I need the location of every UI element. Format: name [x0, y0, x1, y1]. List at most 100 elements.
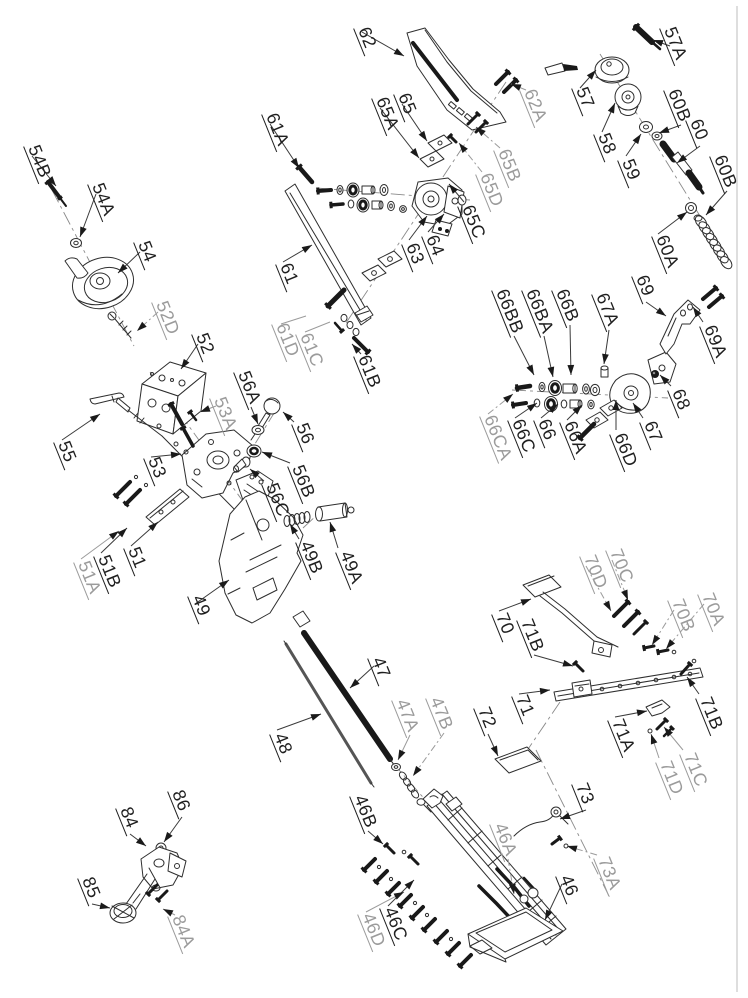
part-number-text: 65C: [458, 202, 489, 242]
part-number-text: 61A: [262, 110, 293, 149]
part-52-block: [136, 361, 207, 435]
part-number-text: 73: [572, 780, 598, 807]
part-55-rod: [89, 392, 241, 516]
part-label-84: 84: [115, 804, 147, 847]
part-label-53A: 53A: [199, 394, 241, 437]
part-61-wedge-plates: [361, 250, 403, 282]
part-label-61: 61: [275, 244, 313, 293]
part-54-handwheel: [64, 256, 134, 310]
part-label-47B: 47B: [412, 694, 457, 777]
part-number-text: 70D: [580, 552, 611, 592]
part-number-text: 70B: [668, 596, 699, 635]
part-label-72: 72: [473, 704, 501, 757]
part-56-plunger: [250, 397, 281, 441]
part-label-70B: 70B: [651, 596, 699, 646]
part-number-text: 86: [168, 787, 194, 814]
part-label-69: 69: [631, 272, 667, 317]
part-label-54A: 54A: [79, 180, 119, 238]
part-label-52D: 52D: [136, 298, 184, 341]
part-number-text: 54B: [24, 142, 55, 181]
part-label-71B: 71B: [686, 676, 727, 737]
part-label-66BA: 66BA: [521, 286, 558, 378]
part-label-51: 51: [123, 521, 159, 577]
part-label-49: 49: [187, 579, 230, 625]
part-60B-spring: [693, 214, 733, 270]
part-47-rod: [292, 610, 395, 766]
part-label-86: 86: [163, 787, 195, 843]
part-61-hardware: [336, 182, 407, 213]
part-number-text: 84A: [168, 912, 199, 951]
part-56B-bearing: [246, 444, 262, 458]
part-number-text: 57A: [660, 24, 691, 63]
part-label-61C: 61C: [295, 321, 331, 373]
part-number-text: 60: [686, 116, 712, 143]
part-number-text: 53: [144, 454, 170, 481]
part-number-text: 46B: [350, 792, 381, 831]
part-number-text: 60B: [664, 86, 695, 125]
part-47A-washer: [391, 763, 401, 771]
part-number-text: 47B: [426, 694, 457, 733]
part-71A-clip: [645, 699, 671, 717]
part-number-text: 47A: [392, 696, 423, 735]
part-number-text: 69A: [700, 322, 731, 361]
part-label-56: 56: [282, 411, 319, 453]
part-label-46B: 46B: [349, 792, 384, 845]
part-46-rail: [422, 788, 567, 963]
part-number-text: 56A: [234, 368, 265, 407]
part-number-text: 59: [618, 156, 644, 183]
part-label-69A: 69A: [692, 306, 731, 365]
part-number-text: 73A: [594, 854, 625, 893]
part-number-text: 66: [534, 416, 560, 443]
part-label-62: 62: [353, 24, 405, 57]
part-54A-washer: [70, 238, 82, 248]
part-60-shaft: [651, 131, 705, 195]
part-label-46: 46: [544, 872, 583, 921]
part-number-text: 71: [512, 692, 538, 719]
part-number-text: 53A: [210, 394, 241, 433]
part-label-49A: 49A: [329, 521, 367, 591]
part-72-block: [494, 746, 542, 774]
part-label-67: 67: [632, 402, 667, 451]
part-71-bar: [553, 667, 704, 702]
part-70-bracket: [522, 574, 619, 658]
part-number-text: 70: [492, 610, 518, 637]
part-label-52: 52: [180, 330, 219, 370]
part-48-rod: [283, 640, 375, 788]
part-number-text: 66CA: [480, 412, 516, 463]
part-label-70D: 70D: [579, 552, 612, 612]
part-label-85: 85: [77, 874, 111, 910]
fastener-washers: [133, 441, 697, 942]
part-number-text: 69: [632, 272, 658, 299]
part-66-hardware: [533, 365, 618, 412]
part-label-62A: 62A: [510, 83, 551, 129]
part-number-text: 61: [276, 260, 302, 287]
part-label-58: 58: [593, 102, 621, 163]
part-number-text: 49: [188, 592, 214, 619]
part-number-text: 58: [594, 130, 620, 157]
part-label-68: 68: [659, 374, 695, 419]
part-label-84A: 84A: [162, 908, 199, 955]
part-number-text: 47: [368, 654, 394, 681]
part-number-text: 68: [668, 386, 694, 413]
part-label-57A: 57A: [652, 24, 691, 67]
part-number-text: 46: [556, 872, 582, 899]
part-85-foot: [109, 893, 141, 924]
part-number-text: 49A: [336, 548, 367, 587]
part-label-71B: 71B: [516, 616, 574, 667]
part-number-text: 71B: [696, 694, 727, 733]
part-label-53: 53: [143, 451, 182, 487]
axis-centerlines: [51, 53, 701, 899]
part-60A-nut: [685, 202, 697, 214]
part-49A-cylinder: [315, 502, 355, 522]
part-number-text: 85: [78, 874, 104, 901]
part-label-59: 59: [617, 133, 645, 189]
part-number-text: 66D: [610, 430, 641, 470]
part-58-knob: [614, 83, 642, 116]
part-62-blade: [406, 27, 507, 131]
part-61-end-washers: [340, 313, 360, 337]
part-label-71: 71: [511, 687, 551, 725]
part-number-text: 52D: [152, 298, 183, 338]
part-56C-plug: [233, 456, 251, 473]
